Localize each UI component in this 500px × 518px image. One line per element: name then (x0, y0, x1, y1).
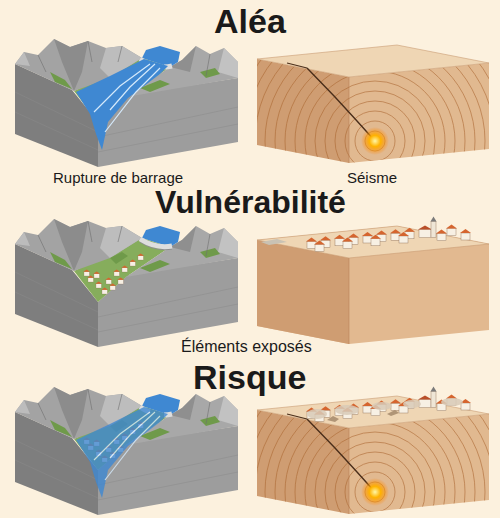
caption: Séisme (347, 169, 397, 186)
caption: Rupture de barrage (53, 169, 183, 186)
heading: Aléa (214, 2, 286, 41)
caption: Éléments exposés (181, 338, 312, 356)
heading: Vulnérabilité (155, 184, 346, 221)
heading: Risque (193, 358, 306, 397)
